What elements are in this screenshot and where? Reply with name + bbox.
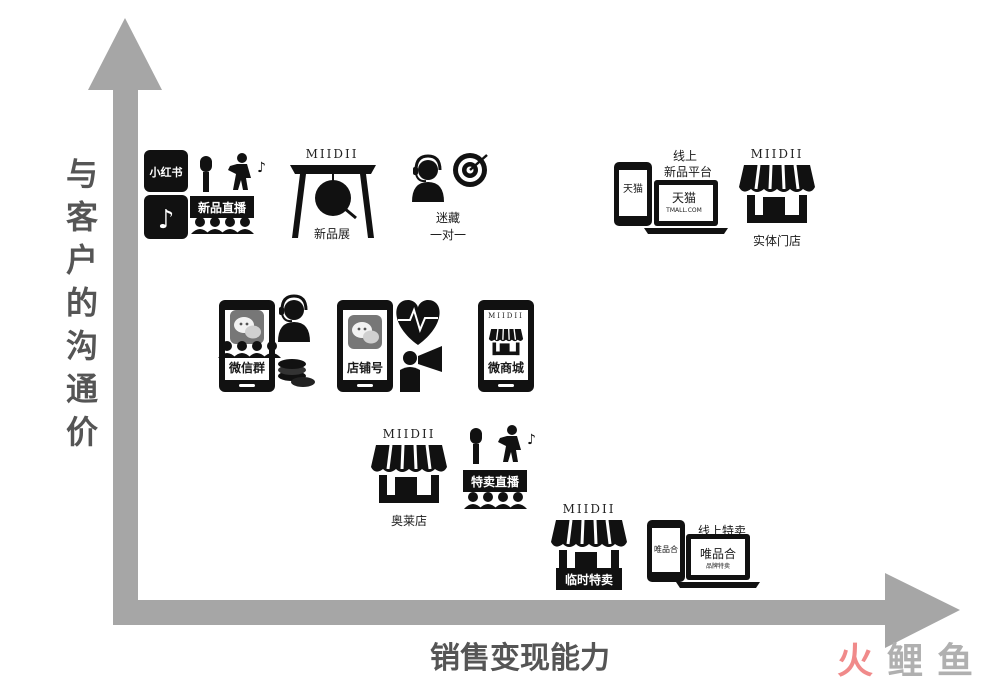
node-online-new-platform: 线上 新品平台 天猫 天猫 TMALL.COM [614, 149, 728, 234]
y-axis-title-char: 与 [66, 155, 98, 193]
store-icon [369, 443, 449, 505]
tmall-phone-label: 天猫 [623, 182, 643, 195]
vip-laptop-sub: 品牌特卖 [706, 562, 730, 570]
y-axis-title-char: 客 [66, 198, 98, 236]
new-live-label: 新品直播 [198, 200, 247, 215]
store-icon [737, 163, 817, 225]
brand-mark: MIIDII [751, 147, 804, 161]
douyin-icon [144, 195, 188, 239]
brand-mark: MIIDII [563, 502, 616, 516]
phone-icon: 唯品合 [647, 520, 685, 582]
outlet-label: 奥莱店 [391, 514, 427, 528]
new-show-label: 新品展 [314, 226, 350, 241]
douyin-glyph: ♪ [158, 205, 175, 235]
brand-mark: MIIDII [306, 147, 359, 161]
brand-mark: MIIDII [488, 312, 524, 320]
node-physical-store: MIIDII 实体门店 [737, 147, 817, 248]
watermark-char-1: 火 [837, 641, 873, 682]
watermark-char-2: 鲤 [887, 641, 923, 682]
y-axis-title-char: 通 [66, 370, 98, 408]
y-axis-title-char: 的 [66, 284, 98, 322]
stage-panel [463, 470, 527, 492]
node-online-flash: 线上特卖 唯品合 唯品合 品牌特卖 [647, 520, 760, 588]
node-shop-account: 店铺号 [337, 300, 442, 392]
stage-panel [190, 196, 254, 218]
node-flash-live: 特卖直播 [463, 425, 536, 509]
y-axis-title-char: 户 [66, 241, 98, 279]
online-new-label-2: 新品平台 [664, 164, 712, 179]
temp-sale-label: 临时特卖 [565, 572, 613, 587]
watermark-logo: 火 鲤 鱼 [837, 641, 973, 682]
y-axis-title-char: 沟 [66, 327, 98, 365]
wechat-icon [348, 315, 382, 349]
shop-account-label: 店铺号 [347, 360, 383, 375]
node-mizang: 迷藏 一对一 [410, 153, 488, 242]
coins-icon [278, 359, 315, 387]
x-axis-title: 销售变现能力 [430, 641, 610, 676]
micro-mall-label: 微商城 [487, 360, 524, 375]
xiaohongshu-icon [144, 150, 188, 192]
phone-icon: 天猫 [614, 162, 652, 226]
brand-mark: MIIDII [383, 427, 436, 441]
y-axis-title: 与 客 户 的 沟 通 价 [66, 155, 98, 451]
vip-laptop-label: 唯品合 [700, 546, 736, 561]
vip-phone-label: 唯品合 [654, 544, 678, 554]
node-temp-sale: MIIDII 临时特卖 [549, 502, 629, 590]
node-new-product-show: MIIDII 新品展 [290, 147, 376, 241]
x-axis [113, 573, 960, 648]
node-wechat-group: 微信群 [218, 294, 315, 392]
wechat-group-label: 微信群 [228, 360, 265, 375]
megaphone-icon [400, 346, 442, 392]
mizang-label-1: 迷藏 [436, 211, 460, 225]
node-micro-mall: MIIDII 微商城 [478, 300, 534, 392]
tmall-laptop-label: 天猫 [672, 191, 696, 205]
node-outlet: MIIDII 奥莱店 [369, 427, 449, 528]
online-new-label-1: 线上 [673, 149, 697, 163]
y-axis-title-char: 价 [66, 413, 98, 451]
y-axis [88, 18, 162, 625]
flash-live-label: 特卖直播 [471, 474, 520, 489]
node-new-product-live: 小红书 ♪ 新品直播 [144, 150, 266, 239]
tmall-laptop-sub: TMALL.COM [665, 207, 702, 214]
mizang-label-2: 一对一 [430, 228, 466, 242]
physical-store-label: 实体门店 [753, 233, 801, 248]
xiaohongshu-label: 小红书 [149, 165, 183, 179]
watermark-char-3: 鱼 [937, 641, 973, 682]
wechat-icon [230, 310, 264, 344]
